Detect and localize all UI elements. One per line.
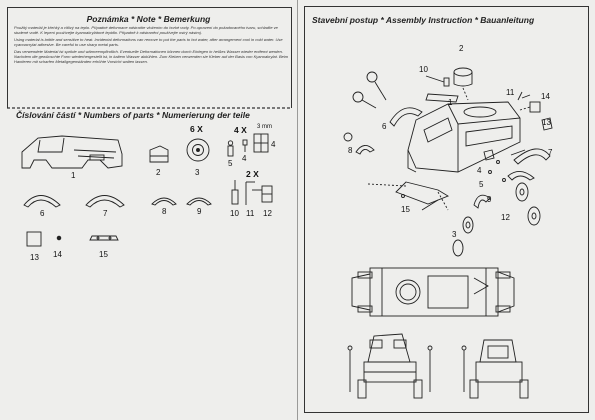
part-15-drawing: [89, 235, 119, 241]
step-label-2: 2: [459, 44, 464, 53]
fender-left-drawing: [355, 145, 375, 155]
assembly-title: Stavební postup * Assembly Instruction *…: [312, 15, 535, 25]
rear-view-drawing: [461, 339, 529, 399]
part-4-pin-drawing: [242, 139, 248, 152]
part-label-3: 3: [195, 168, 200, 177]
left-page: Poznámka * Note * Bemerkung Použitý mate…: [0, 0, 297, 420]
part-label-7: 7: [103, 209, 108, 218]
part-label-4: 4: [242, 154, 247, 163]
part-label-5: 5: [228, 159, 233, 168]
wheels-drawing: [452, 182, 541, 257]
note-body: Použitý materiál je křehký a citlivý na …: [14, 25, 292, 67]
step-label-4: 4: [477, 166, 482, 175]
part-label-14: 14: [53, 250, 62, 259]
part-11-drawing: [245, 181, 262, 205]
dashed-divider: [7, 107, 290, 109]
part-quantity-11: 2 X: [246, 169, 259, 179]
part-label-8: 8: [162, 207, 167, 216]
part-label-13: 13: [30, 253, 39, 262]
step-label-12: 12: [501, 213, 510, 222]
part-label-10: 10: [230, 209, 239, 218]
note-paragraph-de: Das verwendete Material ist spröde und w…: [14, 49, 289, 64]
step-label-5: 5: [479, 180, 484, 189]
vehicle-body-drawing: [407, 101, 521, 173]
step-label-7: 7: [548, 148, 553, 157]
step-label-9: 9: [487, 195, 492, 204]
step-label-1: 1: [448, 98, 453, 107]
assembly-drawing: [343, 67, 553, 399]
step-label-6: 6: [382, 122, 387, 131]
front-view-drawing: [347, 333, 433, 399]
fender-right-drawing: [513, 148, 551, 165]
part-label-6: 6: [40, 209, 45, 218]
step-label-8: 8: [348, 146, 353, 155]
part-dimension-4: 4: [271, 140, 276, 149]
part-6-fender-drawing: [23, 195, 61, 208]
mirror-drawing: [343, 71, 387, 142]
note-paragraph-cz: Použitý materiál je křehký a citlivý na …: [14, 25, 278, 35]
part-dimension-grid: [253, 133, 269, 153]
part-label-15: 15: [99, 250, 108, 259]
part-13-plate-drawing: [26, 231, 42, 247]
part-3-wheel-drawing: [186, 138, 210, 162]
parts-drawings: [21, 133, 273, 247]
part-7-fender-drawing: [85, 195, 125, 208]
hatch-exploded-drawing: [453, 67, 473, 101]
step-label-10: 10: [419, 65, 428, 74]
part-14-dot-drawing: [56, 235, 62, 241]
note-frame: [7, 7, 292, 108]
part-label-9: 9: [197, 207, 202, 216]
step-label-11: 11: [506, 88, 515, 97]
part-2-hatch-drawing: [149, 145, 169, 163]
note-paragraph-en: Using material is brittle and sensitive …: [14, 37, 283, 47]
part-quantity-3: 6 X: [190, 124, 203, 134]
plate-14-drawing: [519, 101, 541, 113]
hardware-drawing: [401, 91, 531, 211]
parts-title: Číslování částí * Numbers of parts * Num…: [16, 110, 250, 120]
part-label-1: 1: [71, 171, 76, 180]
part-8-arc-drawing: [151, 197, 177, 206]
part-label-2: 2: [156, 168, 161, 177]
headlight-drawing: [425, 75, 450, 87]
fender-top-drawing: [389, 93, 459, 127]
page-fold: [297, 0, 298, 420]
step-label-14: 14: [541, 92, 550, 101]
part-5-drawing: [227, 140, 234, 157]
right-page: Stavební postup * Assembly Instruction *…: [298, 0, 595, 420]
fender-lower-right-drawing: [473, 171, 535, 209]
part-dimension-3mm: 3 mm: [257, 124, 272, 130]
part-10-drawing: [231, 180, 239, 205]
assembly-frame: [304, 6, 589, 413]
step-label-15: 15: [401, 205, 410, 214]
part-quantity-4: 4 X: [234, 125, 247, 135]
part-1-body-drawing: [21, 135, 123, 169]
part-label-11: 11: [246, 209, 255, 218]
top-view-drawing: [351, 267, 515, 317]
part-12-drawing: [261, 185, 273, 203]
plate-13-drawing: [541, 117, 553, 131]
step-label-13: 13: [542, 118, 551, 127]
part-label-12: 12: [263, 209, 272, 218]
note-title: Poznámka * Note * Bemerkung: [86, 14, 211, 24]
part-9-arc-drawing: [186, 197, 212, 206]
step-label-3: 3: [452, 230, 457, 239]
